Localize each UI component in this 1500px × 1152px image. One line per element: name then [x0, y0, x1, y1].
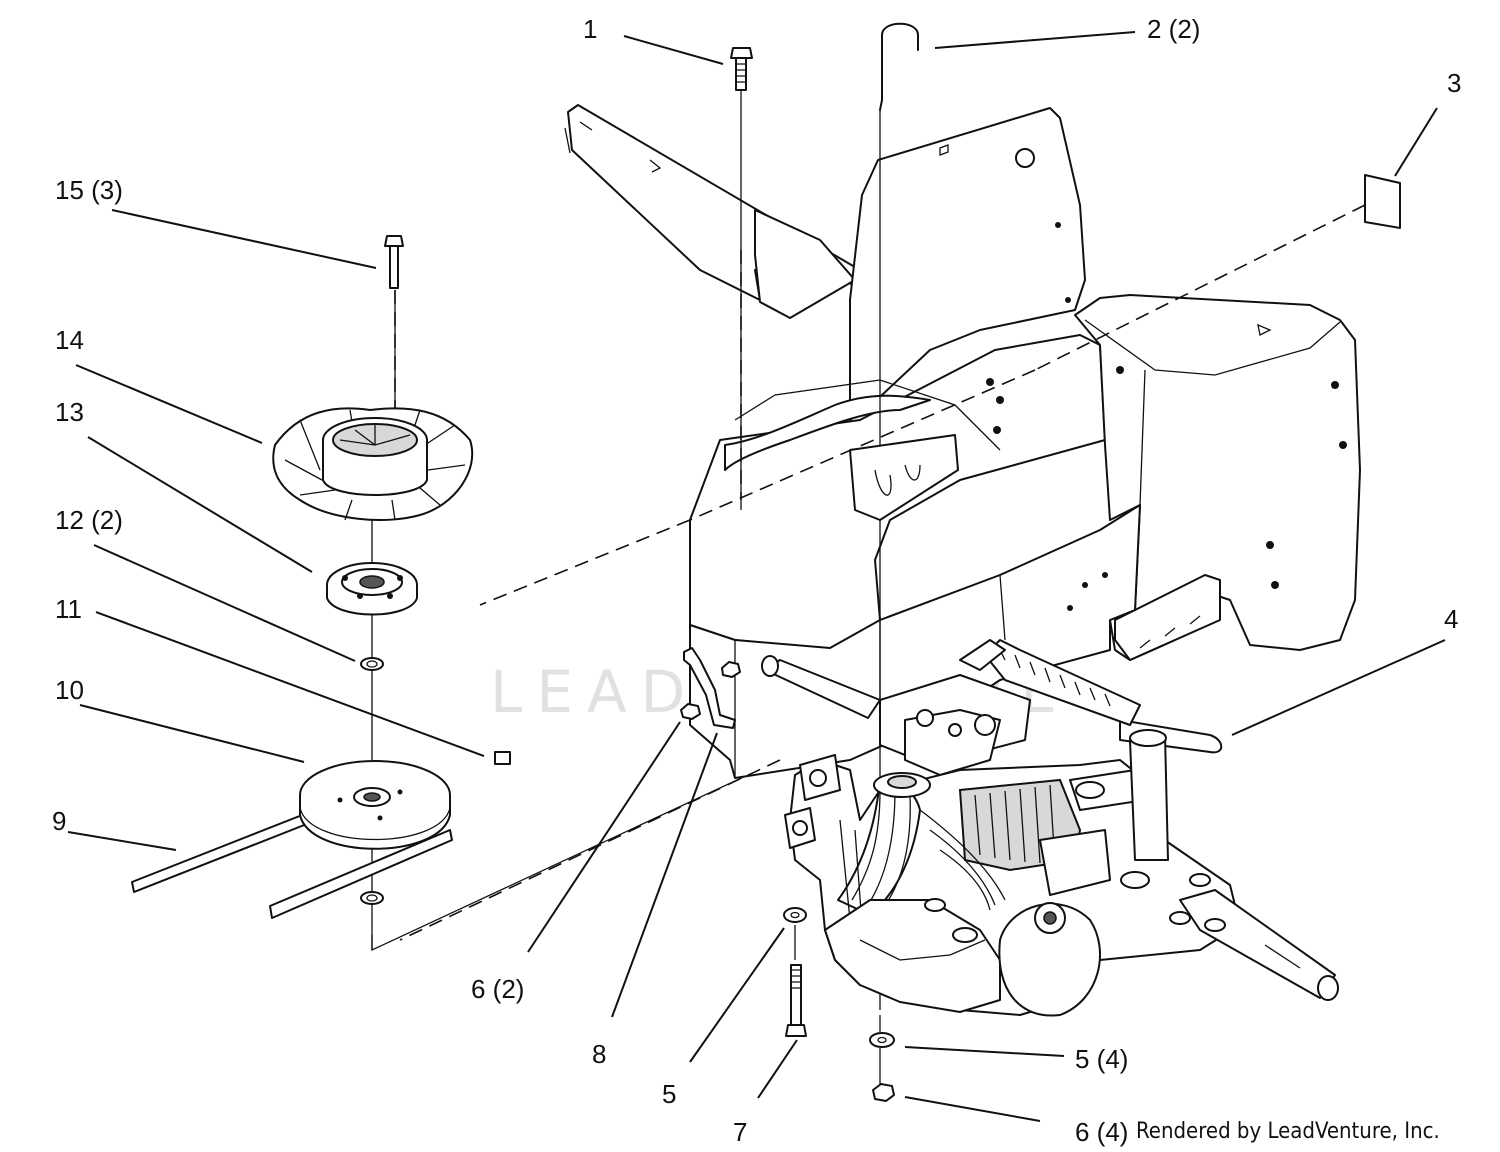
nut-6-right — [872, 1083, 895, 1102]
fan-14 — [272, 407, 474, 521]
leader-lines — [67, 31, 1446, 1122]
washer-5-right — [869, 1032, 895, 1048]
label-8: 8 — [592, 1039, 606, 1069]
label-15: 15 (3) — [55, 175, 123, 205]
label-9: 9 — [52, 806, 66, 836]
label-5-left: 5 — [662, 1079, 676, 1109]
pulley-10 — [299, 760, 451, 850]
transaxle-4 — [761, 639, 1339, 1017]
label-5-right: 5 (4) — [1075, 1044, 1128, 1074]
label-6-right: 6 (4) — [1075, 1117, 1128, 1147]
label-7: 7 — [733, 1117, 747, 1147]
washer-bottom — [360, 891, 384, 905]
label-14: 14 — [55, 325, 84, 355]
label-2: 2 (2) — [1147, 14, 1200, 44]
rod-2 — [879, 22, 919, 111]
decal-3 — [1364, 174, 1401, 229]
label-11: 11 — [55, 594, 82, 624]
bolt-7 — [785, 964, 807, 1037]
set-screw-11 — [494, 751, 511, 765]
label-1: 1 — [583, 14, 597, 44]
bolt-1 — [730, 47, 753, 510]
label-12: 12 (2) — [55, 505, 123, 535]
label-10: 10 — [55, 675, 84, 705]
hub-13 — [326, 562, 418, 616]
credit-text: Rendered by LeadVenture, Inc. — [1136, 1119, 1440, 1144]
fan-pulley-assembly — [131, 235, 781, 952]
label-3: 3 — [1447, 68, 1461, 98]
bracket-8 — [683, 647, 736, 729]
label-4: 4 — [1444, 604, 1458, 634]
nut-6-left — [680, 661, 741, 720]
label-6-left: 6 (2) — [471, 974, 524, 1004]
label-13: 13 — [55, 397, 84, 427]
frame-assembly — [399, 22, 1401, 1010]
spacer-12 — [360, 657, 384, 671]
callout-labels: 1 2 (2) 3 4 15 (3) 14 13 12 (2) 11 10 9 … — [52, 14, 1461, 1147]
screw-15 — [384, 235, 404, 289]
washer-5-left — [783, 907, 807, 923]
